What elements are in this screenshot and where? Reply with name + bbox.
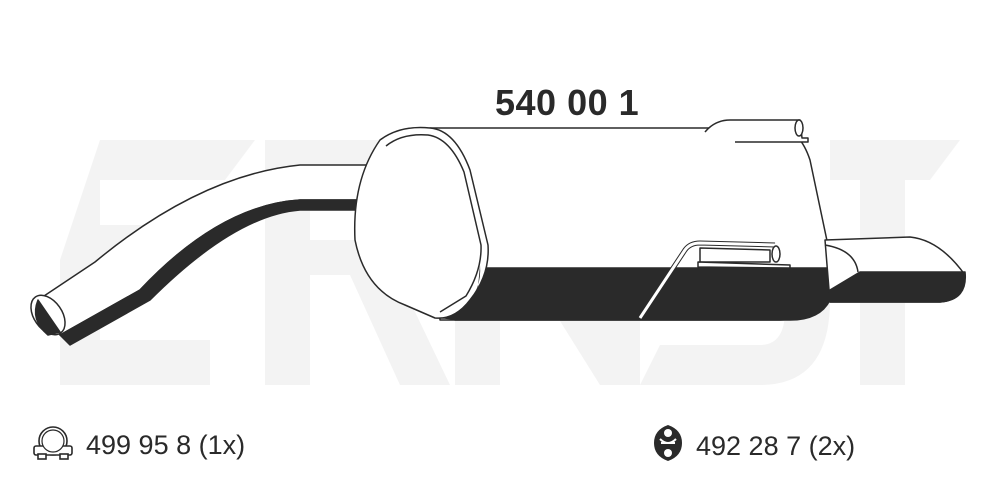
pipe-clamp-icon: [32, 424, 74, 467]
accessory-clamp: 499 95 8 (1x): [32, 424, 245, 467]
hanger-label: 492 28 7 (2x): [696, 431, 856, 461]
clamp-label: 499 95 8 (1x): [86, 430, 246, 460]
rubber-hanger-icon: [652, 424, 684, 469]
part-number: 540 00 1: [495, 82, 640, 123]
accessory-hanger: 492 28 7 (2x): [652, 424, 855, 469]
